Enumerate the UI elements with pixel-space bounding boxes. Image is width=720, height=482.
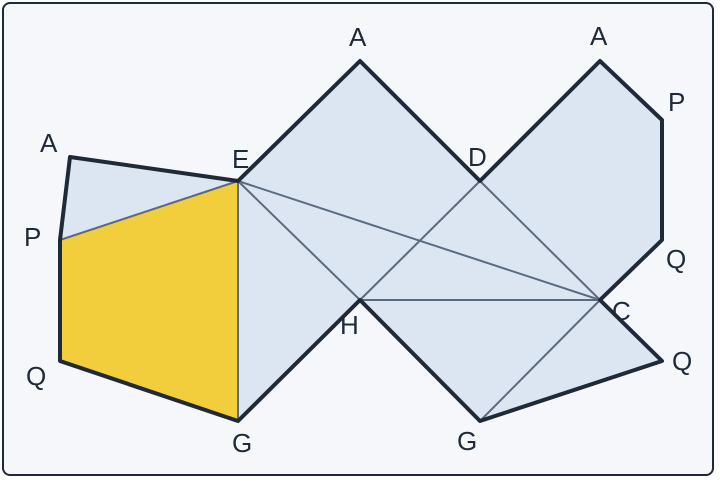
label-q-left: Q	[26, 361, 46, 391]
highlighted-face-pqge	[60, 181, 238, 421]
label-d: D	[468, 142, 487, 172]
label-a-left: A	[40, 128, 58, 158]
label-a-right: A	[590, 21, 608, 51]
label-g-right: G	[457, 426, 477, 456]
label-c: C	[612, 296, 631, 326]
label-e: E	[232, 144, 249, 174]
label-q-right-upper: Q	[666, 244, 686, 274]
label-p-left: P	[24, 222, 41, 252]
vertex-labels: A P Q E G A H D G A P Q C Q	[24, 21, 692, 458]
label-a-mid: A	[349, 22, 367, 52]
label-h: H	[340, 310, 359, 340]
label-g-left: G	[232, 428, 252, 458]
net-outline	[58, 59, 664, 423]
face-aep	[60, 157, 238, 240]
face-egh	[238, 181, 360, 421]
label-p-right: P	[668, 87, 685, 117]
face-dapqc	[480, 61, 662, 300]
face-cqg	[480, 300, 662, 421]
label-q-right-lower: Q	[672, 346, 692, 376]
